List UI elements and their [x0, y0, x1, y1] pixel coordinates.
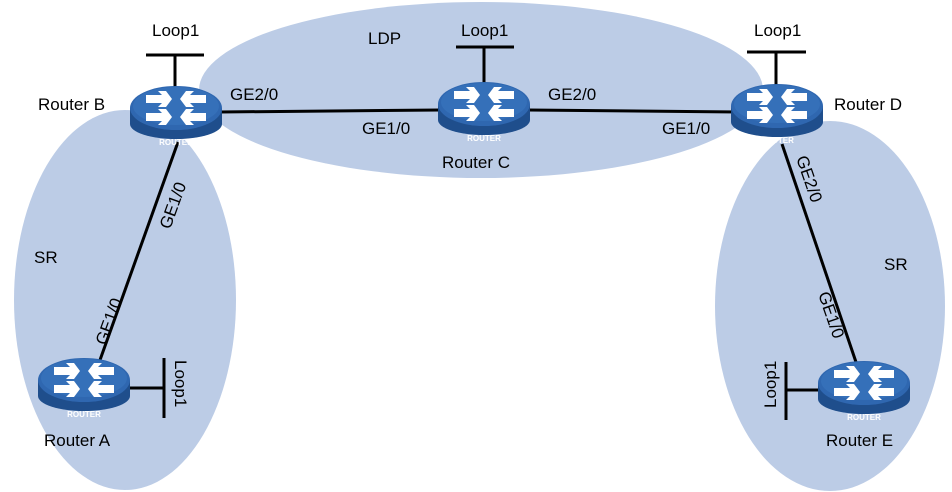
router-d-name: Router D	[834, 95, 902, 114]
sr-right-domain-label: SR	[884, 255, 908, 274]
router-b: ROUTER	[130, 86, 222, 147]
if-c-to-d: GE2/0	[548, 85, 596, 104]
router-c-badge: ROUTER	[467, 134, 501, 143]
ldp-domain-label: LDP	[368, 29, 401, 48]
links	[98, 45, 860, 420]
link-b-a	[98, 141, 180, 361]
router-a-name: Router A	[44, 431, 111, 450]
router-b-badge: ROUTER	[159, 138, 193, 147]
router-d-icon	[731, 84, 823, 137]
router-d: ROUTER	[731, 84, 823, 145]
router-e-badge: ROUTER	[847, 413, 881, 422]
if-b-to-c: GE2/0	[230, 85, 278, 104]
router-a-badge: ROUTER	[67, 410, 101, 419]
router-a-icon	[38, 358, 130, 411]
router-c-icon	[438, 82, 530, 135]
link-b-c	[219, 108, 441, 114]
router-b-name: Router B	[38, 95, 105, 114]
loop-label-e: Loop1	[761, 361, 780, 408]
router-c-name: Router C	[442, 153, 510, 172]
router-b-icon	[130, 86, 222, 139]
loop-label-b: Loop1	[152, 21, 199, 40]
router-e: ROUTER	[818, 361, 910, 422]
router-e-icon	[818, 361, 910, 414]
link-d-e	[780, 143, 860, 369]
sr-left-domain-label: SR	[34, 248, 58, 267]
loop-label-c: Loop1	[461, 21, 508, 40]
router-d-badge: ROUTER	[760, 136, 794, 145]
router-e-name: Router E	[826, 431, 893, 450]
link-c-d	[527, 108, 739, 114]
if-c-from-b: GE1/0	[362, 119, 410, 138]
loop-label-d: Loop1	[754, 21, 801, 40]
if-d-from-c: GE1/0	[662, 119, 710, 138]
loop-label-a: Loop1	[171, 360, 190, 407]
router-a: ROUTER	[38, 358, 130, 419]
router-c: ROUTER	[438, 82, 530, 143]
domain-areas	[14, 2, 945, 491]
